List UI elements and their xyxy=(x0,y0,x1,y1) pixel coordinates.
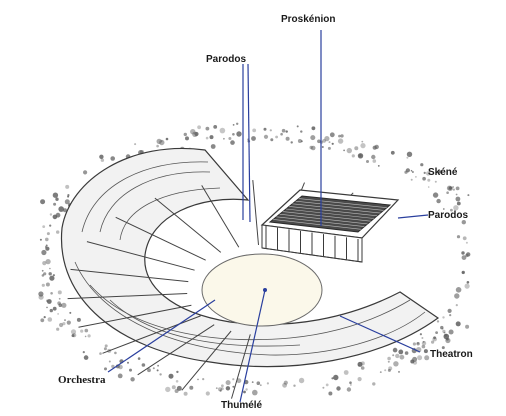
skene-building xyxy=(262,190,398,262)
label-parodos-right: Parodos xyxy=(428,210,468,222)
label-proskenion: Proskénion xyxy=(281,14,335,26)
thumele-altar xyxy=(263,288,267,292)
label-orchestra: Orchestra xyxy=(58,374,105,386)
leader-parodos-top-2 xyxy=(248,64,250,222)
leader-parodos-right xyxy=(398,215,428,218)
label-theatron: Theatron xyxy=(430,349,473,361)
label-skene: Skéné xyxy=(428,167,457,179)
label-thumele: Thumélé xyxy=(221,400,262,412)
orchestra-floor xyxy=(202,254,322,326)
label-parodos-top: Parodos xyxy=(206,54,246,66)
